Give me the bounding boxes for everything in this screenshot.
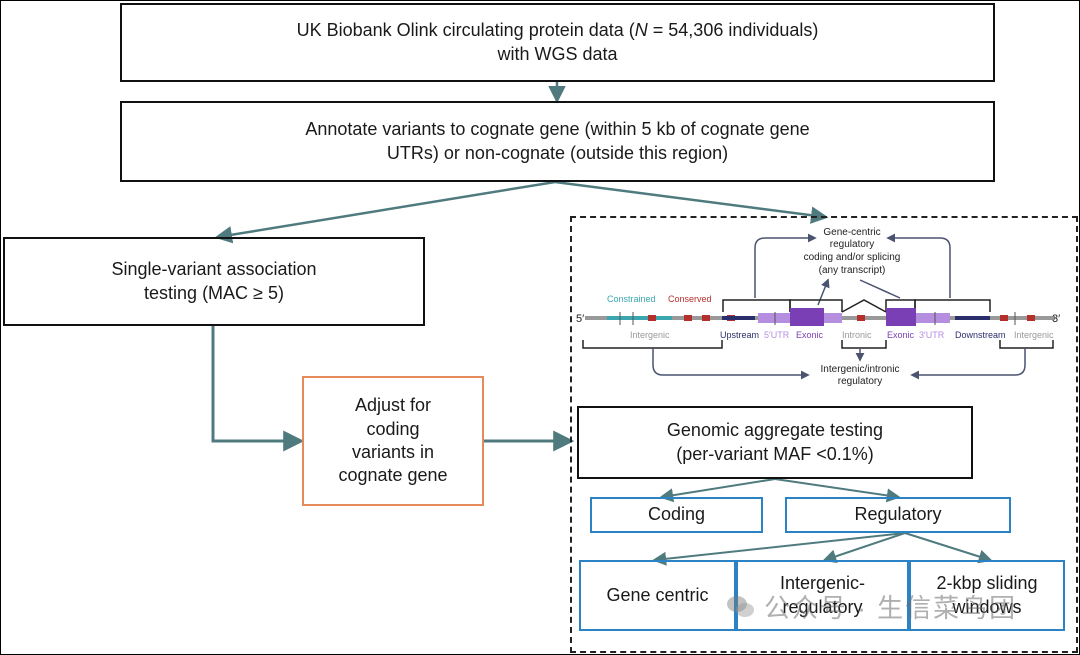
- exonic-left-label: Exonic: [796, 330, 824, 340]
- genomic-line2: (per-variant MAF <0.1%): [676, 443, 874, 464]
- single-variant-line2: testing (MAC ≥ 5): [144, 282, 284, 303]
- intergenic-intronic-label-1: Intergenic/intronic: [821, 364, 900, 375]
- top-data-box: UK Biobank Olink circulating protein dat…: [120, 3, 995, 82]
- exon-right: [886, 308, 916, 326]
- intergenic-left-arrow: [652, 348, 810, 380]
- sliding-line2: windows: [952, 596, 1022, 617]
- sliding-windows-box: 2-kbp sliding windows: [909, 560, 1065, 631]
- gene-centric-label-2: regulatory: [830, 239, 874, 250]
- intergenic-left-label: Intergenic: [630, 330, 670, 340]
- regulatory-label: Regulatory: [854, 504, 942, 525]
- wechat-icon: [726, 592, 756, 622]
- arrow-reg-to-sliding: [904, 532, 993, 564]
- utr5-label: 5′UTR: [764, 330, 790, 340]
- regulatory-box: Regulatory: [785, 497, 1011, 533]
- intergenic-right-arrow: [910, 348, 1026, 380]
- utr3-label: 3′UTR: [919, 330, 945, 340]
- coding-arrow-right: [859, 279, 901, 299]
- single-variant-line1: Single-variant association: [111, 259, 317, 280]
- adjust-line1: Adjust for: [354, 395, 432, 416]
- annotate-line2: UTRs) or non-cognate (outside this regio…: [386, 142, 729, 163]
- gene-centric-box: Gene centric: [579, 560, 736, 631]
- genomic-line1: Genomic aggregate testing: [666, 420, 884, 441]
- intergenic-line2: regulatory: [782, 596, 863, 617]
- coding-splicing-label-1: coding and/or splicing: [804, 252, 901, 263]
- gene-centric-label-1: Gene-centric: [823, 227, 880, 238]
- single-variant-box: Single-variant association testing (MAC …: [3, 237, 425, 326]
- intergenic-regulatory-box: Intergenic- regulatory: [736, 560, 909, 631]
- genomic-aggregate-box: Genomic aggregate testing (per-variant M…: [577, 406, 973, 479]
- top-data-line1: UK Biobank Olink circulating protein dat…: [296, 20, 819, 41]
- gene-centric-left-arrow: [754, 233, 817, 298]
- arrow-genomic-to-regulatory: [774, 478, 901, 503]
- annotate-line1: Annotate variants to cognate gene (withi…: [305, 119, 810, 140]
- arrow-genomic-to-coding: [659, 478, 776, 503]
- top-data-line2: with WGS data: [497, 43, 618, 64]
- intergenic-intronic-label-2: regulatory: [838, 376, 882, 387]
- gene-centric-right-arrow: [886, 233, 951, 298]
- constrained-label: Constrained: [607, 294, 656, 304]
- sliding-line1: 2-kbp sliding: [936, 573, 1038, 594]
- gene-structure-diagram: 5′ 3′ Constrained Conserved Intergenic U…: [576, 227, 1060, 387]
- coding-box: Coding: [590, 497, 763, 533]
- arrow-single-to-adjust: [211, 326, 305, 452]
- intronic-label: Intronic: [842, 330, 872, 340]
- gene-centric-label: Gene centric: [606, 584, 709, 605]
- watermark: 公众号 · 生信菜鸟团: [726, 588, 1017, 625]
- coding-label: Coding: [647, 504, 706, 525]
- arrow-reg-to-genecentric: [652, 532, 906, 566]
- conserved-label: Conserved: [668, 294, 712, 304]
- five-prime-label: 5′: [576, 313, 584, 325]
- downstream-label: Downstream: [955, 330, 1006, 340]
- arrow-to-single-variant: [214, 180, 556, 244]
- intergenic-line1: Intergenic-: [779, 573, 866, 594]
- genomic-aggregate-panel: [570, 216, 1078, 653]
- annotate-box: Annotate variants to cognate gene (withi…: [120, 101, 995, 182]
- exonic-right-label: Exonic: [887, 330, 915, 340]
- exon-left: [790, 308, 824, 326]
- three-prime-label: 3′: [1052, 313, 1060, 325]
- upstream-label: Upstream: [720, 330, 759, 340]
- adjust-line2: coding: [366, 418, 420, 439]
- intergenic-right-label: Intergenic: [1014, 330, 1054, 340]
- coding-arrow: [817, 278, 830, 306]
- adjust-line3: variants in: [351, 442, 435, 462]
- arrow-to-dashed-panel: [554, 180, 829, 224]
- adjust-line4: cognate gene: [338, 465, 448, 486]
- watermark-text: 公众号 · 生信菜鸟团: [764, 593, 1018, 623]
- coding-splicing-label-2: (any transcript): [819, 265, 886, 276]
- arrow-reg-to-intergenic: [822, 532, 906, 564]
- adjust-box: Adjust for coding variants in cognate ge…: [302, 376, 484, 506]
